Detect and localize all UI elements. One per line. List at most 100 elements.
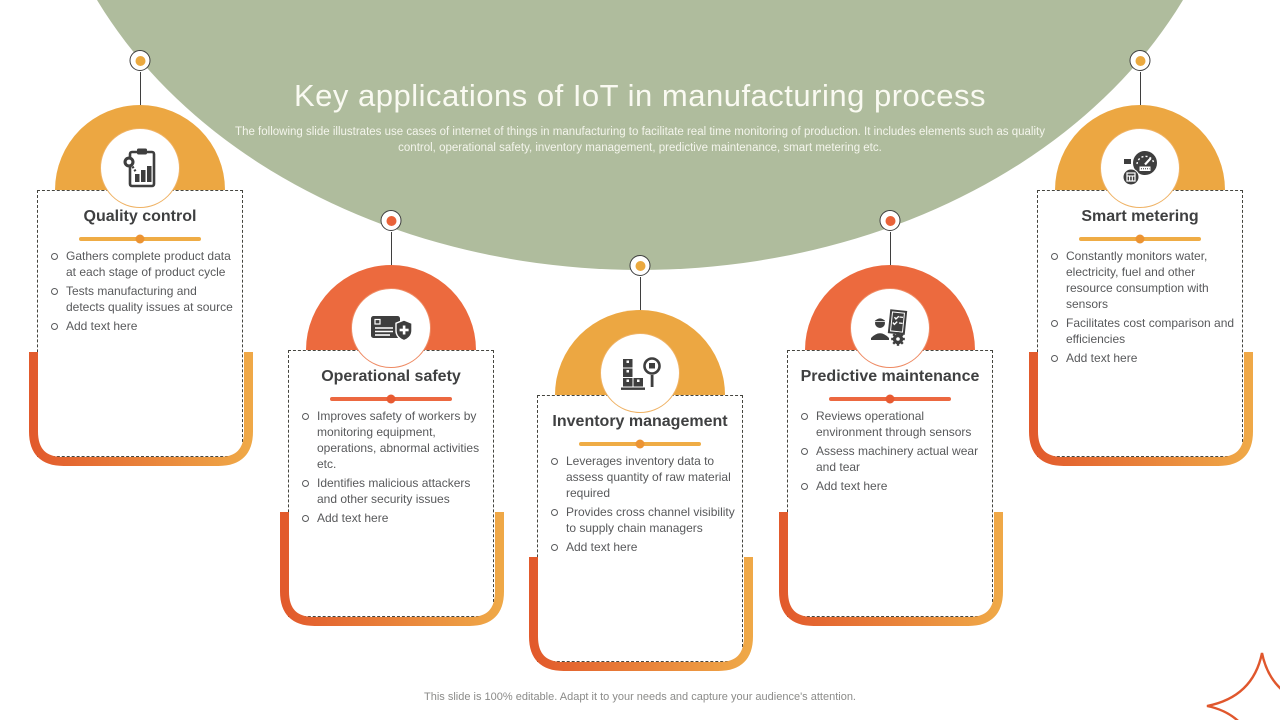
- bullet-list: Leverages inventory data to assess quant…: [551, 454, 736, 556]
- gauge-calculator-icon: [1122, 151, 1157, 186]
- bullet-marker: [801, 447, 808, 455]
- bullet-text: Add text here: [816, 478, 888, 493]
- list-item[interactable]: Add text here: [302, 511, 487, 527]
- icon-medallion: [1100, 128, 1180, 208]
- icon-medallion: [351, 288, 431, 368]
- bullet-text: Improves safety of workers by monitoring…: [317, 408, 480, 471]
- list-item[interactable]: Add text here: [551, 540, 736, 556]
- card-title[interactable]: Inventory management: [552, 413, 728, 430]
- connector-line: [1140, 72, 1141, 128]
- connector-line: [391, 232, 392, 288]
- list-item[interactable]: Identifies malicious attackers and other…: [302, 476, 487, 508]
- bullet-text: Add text here: [566, 539, 638, 554]
- bullet-text: Assess machinery actual wear and tear: [816, 443, 979, 474]
- bullet-marker: [51, 322, 58, 330]
- bullet-marker: [551, 457, 558, 465]
- list-item[interactable]: Add text here: [1051, 351, 1236, 367]
- bullet-marker: [1051, 354, 1058, 362]
- list-item[interactable]: Leverages inventory data to assess quant…: [551, 454, 736, 502]
- connector-dot: [135, 55, 145, 66]
- bullet-text: Add text here: [1066, 350, 1138, 365]
- list-item[interactable]: Improves safety of workers by monitoring…: [302, 409, 487, 473]
- accent-divider: [1079, 234, 1201, 244]
- connector-dot: [1135, 55, 1145, 66]
- divider-dot: [635, 439, 645, 449]
- bullet-list: Gathers complete product data at each st…: [51, 249, 236, 335]
- bullet-marker: [551, 508, 558, 516]
- icon-medallion: [850, 288, 930, 368]
- bullet-text: Leverages inventory data to assess quant…: [566, 453, 731, 500]
- card-smart-metering[interactable]: Smart metering Constantly monitors water…: [1029, 50, 1253, 466]
- bullet-marker: [51, 287, 58, 295]
- connector-node: [1129, 50, 1151, 71]
- divider-dot: [885, 394, 895, 404]
- list-item[interactable]: Facilitates cost comparison and efficien…: [1051, 316, 1236, 348]
- list-item[interactable]: Constantly monitors water, electricity, …: [1051, 249, 1236, 313]
- bullet-text: Gathers complete product data at each st…: [66, 248, 231, 279]
- connector-dot: [635, 260, 645, 271]
- bullet-marker: [551, 543, 558, 551]
- divider-dot: [1135, 234, 1145, 244]
- bullet-text: Provides cross channel visibility to sup…: [566, 504, 735, 535]
- bullet-marker: [302, 514, 309, 522]
- accent-divider: [579, 439, 701, 449]
- card-quality-control[interactable]: Quality control Gathers complete product…: [29, 50, 253, 466]
- connector-node: [129, 50, 151, 71]
- card-bottom-accent: [1029, 352, 1253, 466]
- bullet-marker: [302, 479, 309, 487]
- divider-dot: [135, 234, 145, 244]
- divider-dot: [386, 394, 396, 404]
- bullet-marker: [302, 412, 309, 420]
- bullet-marker: [801, 412, 808, 420]
- list-item[interactable]: Add text here: [801, 479, 986, 495]
- card-operational-safety[interactable]: Operational safety Improves safety of wo…: [280, 210, 504, 626]
- bullet-text: Constantly monitors water, electricity, …: [1066, 248, 1209, 311]
- footer-note[interactable]: This slide is 100% editable. Adapt it to…: [424, 691, 856, 703]
- page-title[interactable]: Key applications of IoT in manufacturing…: [293, 77, 986, 113]
- accent-divider: [829, 394, 951, 404]
- list-item[interactable]: Assess machinery actual wear and tear: [801, 444, 986, 476]
- card-bottom-accent: [29, 352, 253, 466]
- page-subtitle[interactable]: The following slide illustrates use case…: [235, 125, 1045, 154]
- connector-line: [890, 232, 891, 288]
- clipboard-chart-icon: [123, 148, 156, 188]
- bullet-text: Facilitates cost comparison and efficien…: [1066, 315, 1235, 346]
- icon-medallion: [100, 128, 180, 208]
- list-item[interactable]: Add text here: [51, 319, 236, 335]
- icon-medallion: [600, 333, 680, 413]
- card-bottom-accent: [779, 512, 1003, 626]
- connector-node: [380, 210, 402, 231]
- card-inventory-management[interactable]: Inventory management Leverages inventory…: [529, 255, 753, 671]
- card-bottom-accent: [280, 512, 504, 626]
- list-item[interactable]: Gathers complete product data at each st…: [51, 249, 236, 281]
- list-item[interactable]: Provides cross channel visibility to sup…: [551, 505, 736, 537]
- bullet-list: Improves safety of workers by monitoring…: [302, 409, 487, 527]
- bullet-marker: [801, 482, 808, 490]
- bullet-text: Identifies malicious attackers and other…: [317, 475, 471, 506]
- card-bottom-accent: [529, 557, 753, 671]
- bullet-text: Add text here: [317, 510, 389, 525]
- accent-divider: [79, 234, 201, 244]
- bullet-marker: [51, 252, 58, 260]
- boxes-magnifier-icon: [621, 357, 661, 390]
- bullet-marker: [1051, 252, 1058, 260]
- card-title[interactable]: Predictive maintenance: [800, 368, 980, 385]
- bullet-list: Reviews operational environment through …: [801, 409, 986, 495]
- connector-node: [879, 210, 901, 231]
- list-item[interactable]: Reviews operational environment through …: [801, 409, 986, 441]
- connector-dot: [386, 215, 396, 226]
- accent-divider: [330, 394, 452, 404]
- card-title[interactable]: Quality control: [83, 208, 197, 225]
- bullet-text: Tests manufacturing and detects quality …: [66, 283, 233, 314]
- bullet-marker: [1051, 319, 1058, 327]
- card-title[interactable]: Smart metering: [1081, 208, 1199, 225]
- connector-node: [629, 255, 651, 276]
- list-item[interactable]: Tests manufacturing and detects quality …: [51, 284, 236, 316]
- card-predictive-maintenance[interactable]: Predictive maintenance Reviews operation…: [779, 210, 1003, 626]
- card-title[interactable]: Operational safety: [321, 368, 461, 385]
- bullet-text: Add text here: [66, 318, 138, 333]
- worker-checklist-gear-icon: [871, 309, 908, 346]
- connector-line: [640, 277, 641, 333]
- card-shield-icon: [371, 316, 413, 342]
- connector-line: [140, 72, 141, 128]
